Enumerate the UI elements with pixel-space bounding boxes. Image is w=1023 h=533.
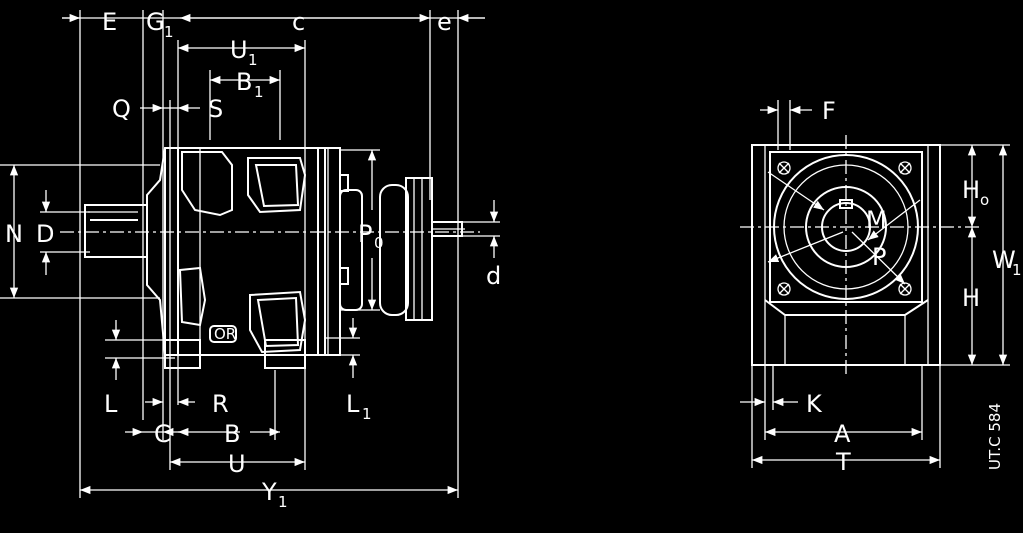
- label-S: S: [208, 95, 223, 123]
- label-d: d: [486, 262, 501, 290]
- label-Ho-sub: o: [980, 191, 989, 209]
- label-U: U: [228, 450, 246, 478]
- label-G1: G: [146, 8, 165, 36]
- label-K: K: [806, 390, 823, 418]
- label-B: B: [224, 420, 240, 448]
- label-U1-sub: 1: [248, 51, 258, 69]
- label-W1-sub: 1: [1012, 261, 1022, 279]
- label-D: D: [36, 220, 54, 248]
- label-M: M: [866, 206, 887, 234]
- label-C: C: [154, 420, 171, 448]
- label-T: T: [835, 448, 851, 476]
- label-A: A: [834, 420, 851, 448]
- logo-text: OR: [214, 325, 236, 343]
- manufacturer-logo: [209, 325, 237, 343]
- front-view-labels: F H o M P W 1 H K A T UT.C 584: [806, 97, 1022, 476]
- drawing-code: UT.C 584: [986, 403, 1004, 470]
- label-e: e: [437, 8, 452, 36]
- label-Y1-sub: 1: [278, 493, 288, 511]
- label-U1: U: [230, 36, 248, 64]
- label-R: R: [212, 390, 229, 418]
- label-G1-sub: 1: [164, 23, 174, 41]
- label-B1-sub: 1: [254, 83, 264, 101]
- label-Ho: H: [962, 176, 980, 204]
- label-P: P: [872, 243, 886, 271]
- front-view: [740, 100, 1010, 468]
- label-L: L: [104, 390, 118, 418]
- label-W1: W: [992, 246, 1016, 274]
- bolt-holes: [777, 161, 912, 296]
- side-view: OR: [0, 10, 500, 498]
- label-L1: L: [346, 390, 360, 418]
- label-Q: Q: [112, 95, 131, 123]
- label-P0: P: [358, 220, 372, 248]
- label-H: H: [962, 284, 980, 312]
- label-E: E: [102, 8, 117, 36]
- label-P0-sub: 0: [374, 234, 384, 252]
- label-F: F: [822, 97, 836, 125]
- label-L1-sub: 1: [362, 405, 372, 423]
- label-B1: B: [236, 68, 252, 96]
- label-c: c: [292, 8, 305, 36]
- label-Y1: Y: [261, 478, 277, 506]
- label-N: N: [5, 220, 23, 248]
- side-view-labels: E G 1 c e U 1 B 1 Q S N D P 0 d L R L 1 …: [5, 8, 501, 511]
